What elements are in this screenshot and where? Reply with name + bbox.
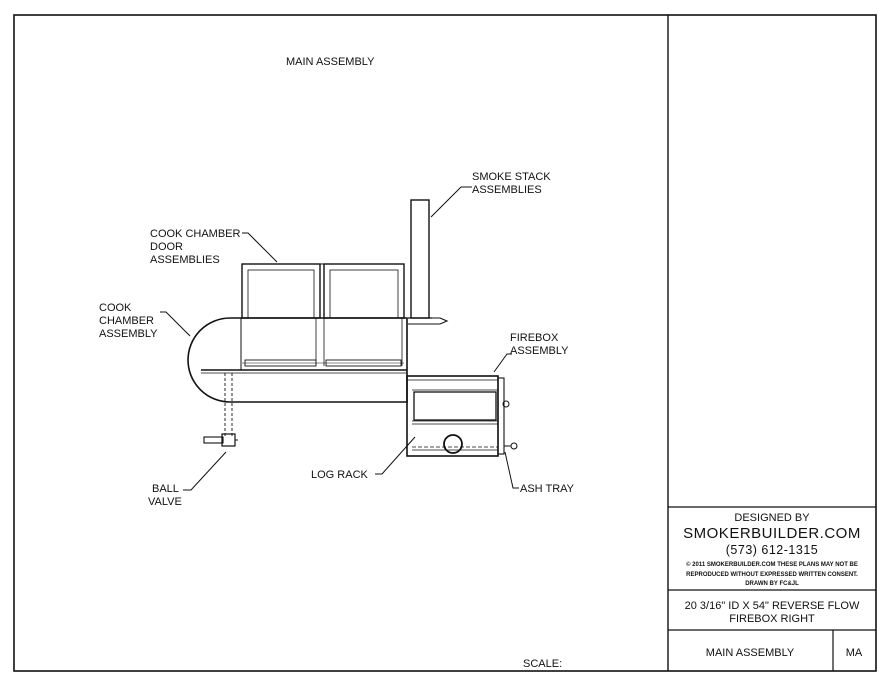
- copyright-line2: REPRODUCED WITHOUT EXPRESSED WRITTEN CON…: [686, 572, 858, 578]
- description-line1: 20 3/16" ID X 54" REVERSE FLOW: [685, 600, 860, 612]
- drawing-title: MAIN ASSEMBLY: [286, 56, 375, 68]
- callout-ball-valve: BALL VALVE: [148, 483, 182, 508]
- label-smoke-stack-line1: SMOKE STACK: [472, 171, 551, 183]
- smoker-drawing: [187, 199, 518, 457]
- sheet-frame: [13, 14, 877, 672]
- cook-chamber: [187, 317, 408, 436]
- callout-cook-chamber: COOK CHAMBER ASSEMBLY: [99, 302, 158, 340]
- smoke-stack: [408, 199, 449, 325]
- label-valve-line2: VALVE: [148, 496, 182, 508]
- cook-chamber-doors: [241, 263, 405, 319]
- copyright-line3: DRAWN BY FC&JL: [745, 581, 799, 587]
- label-door-line2: DOOR: [150, 241, 183, 253]
- designed-by-label: DESIGNED BY: [734, 512, 810, 524]
- company-phone: (573) 612-1315: [726, 543, 818, 557]
- label-log-rack: LOG RACK: [311, 469, 369, 481]
- callout-smoke-stack: SMOKE STACK ASSEMBLIES: [472, 171, 551, 196]
- label-chamber-line3: ASSEMBLY: [99, 328, 158, 340]
- ball-valve: [203, 433, 238, 447]
- description-line2: FIREBOX RIGHT: [729, 613, 815, 625]
- label-firebox-line1: FIREBOX: [510, 332, 559, 344]
- label-door-line3: ASSEMBLIES: [150, 254, 220, 266]
- callout-firebox: FIREBOX ASSEMBLY: [510, 332, 569, 357]
- sheet-code: MA: [846, 647, 863, 659]
- label-chamber-line1: COOK: [99, 302, 132, 314]
- title-block: DESIGNED BY SMOKERBUILDER.COM (573) 612-…: [683, 512, 863, 659]
- label-door-line1: COOK CHAMBER: [150, 228, 241, 240]
- sheet-name: MAIN ASSEMBLY: [706, 647, 795, 659]
- firebox: [406, 375, 518, 457]
- leader-lines: [160, 186, 519, 491]
- label-firebox-line2: ASSEMBLY: [510, 345, 569, 357]
- label-smoke-stack-line2: ASSEMBLIES: [472, 184, 542, 196]
- copyright-line1: © 2011 SMOKERBUILDER.COM THESE PLANS MAY…: [686, 561, 858, 568]
- label-valve-line1: BALL: [152, 483, 179, 495]
- callout-cook-chamber-door: COOK CHAMBER DOOR ASSEMBLIES: [150, 228, 241, 266]
- company-name: SMOKERBUILDER.COM: [683, 525, 861, 542]
- label-chamber-line2: CHAMBER: [99, 315, 154, 327]
- label-ash-tray: ASH TRAY: [520, 483, 575, 495]
- scale-label: SCALE:: [523, 658, 562, 670]
